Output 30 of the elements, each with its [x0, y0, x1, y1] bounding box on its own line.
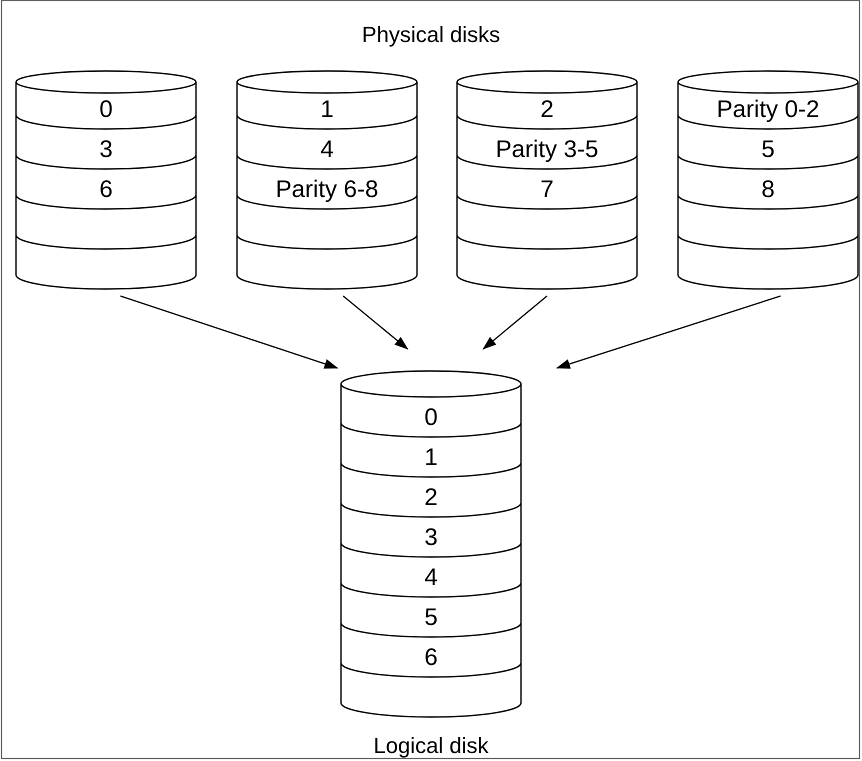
disk-block-label: 6 [423, 645, 439, 671]
disk-block-label: 2 [423, 485, 439, 511]
disk-cylinder [341, 370, 521, 719]
disk-block-label: Parity 0-2 [716, 97, 820, 123]
disk-block-label: 5 [760, 137, 776, 163]
disk-block-label: 1 [319, 97, 335, 123]
disk-block-label: 0 [423, 405, 439, 431]
disk-block-label: Parity 6-8 [274, 177, 380, 203]
disk-block-label: 0 [98, 97, 114, 123]
disk-cylinder [678, 70, 858, 291]
arrow [342, 296, 408, 350]
arrow [120, 295, 338, 369]
disk-cylinder [16, 70, 196, 291]
disk-block-label: 4 [423, 565, 439, 591]
disk-block-label: 4 [319, 137, 335, 163]
disk-block-label: 8 [760, 177, 776, 203]
disk-block-label: 5 [423, 605, 439, 631]
disk-caption: Logical disk [372, 733, 490, 759]
disk-block-label: 7 [539, 177, 555, 203]
arrow [482, 296, 548, 350]
disk-block-label: 3 [423, 525, 439, 551]
disk-cylinder [237, 70, 417, 291]
disk-cylinder [457, 70, 637, 291]
arrow [556, 295, 781, 369]
disk-block-label: 6 [98, 177, 114, 203]
disk-block-label: 3 [98, 137, 114, 163]
diagram-title: Physical disks [360, 22, 502, 48]
disk-block-label: 1 [423, 445, 439, 471]
disk-block-label: Parity 3-5 [494, 137, 600, 163]
disk-block-label: 2 [539, 97, 555, 123]
